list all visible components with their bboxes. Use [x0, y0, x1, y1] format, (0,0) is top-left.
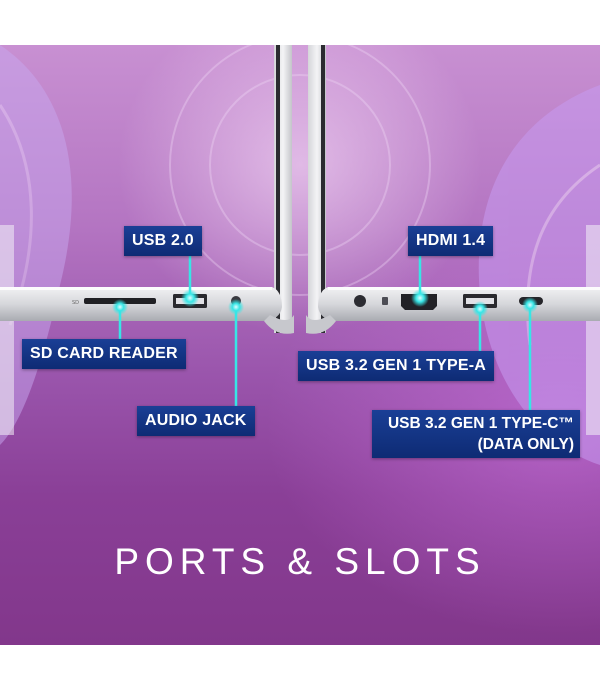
- usb32-type-a-label: USB 3.2 GEN 1 TYPE-A: [298, 351, 495, 381]
- left-edge-panel: [0, 225, 14, 435]
- page-title: PORTS & SLOTS: [114, 541, 486, 582]
- svg-text:SD: SD: [72, 300, 79, 306]
- background-swoosh-right: [478, 85, 600, 465]
- usb32-type-c-line2: (DATA ONLY): [477, 436, 574, 453]
- hdmi-label: HDMI 1.4: [408, 226, 494, 256]
- background-rings: [169, 45, 431, 296]
- left-laptop: SD: [0, 45, 294, 334]
- audio-jack-label: AUDIO JACK: [137, 406, 255, 436]
- usb32-type-c-line1: USB 3.2 GEN 1 TYPE-C™: [387, 415, 574, 432]
- port-highlight-glows: [112, 289, 538, 317]
- right-edge-panel: [586, 225, 600, 435]
- laptop-illustration: SD: [0, 45, 600, 465]
- usb2-label: USB 2.0: [124, 226, 202, 256]
- sd-card-reader-label: SD CARD READER: [22, 339, 186, 369]
- ports-slots-banner: SD: [0, 45, 600, 645]
- usb32-type-c-label: USB 3.2 GEN 1 TYPE-C™ (DATA ONLY): [372, 410, 580, 458]
